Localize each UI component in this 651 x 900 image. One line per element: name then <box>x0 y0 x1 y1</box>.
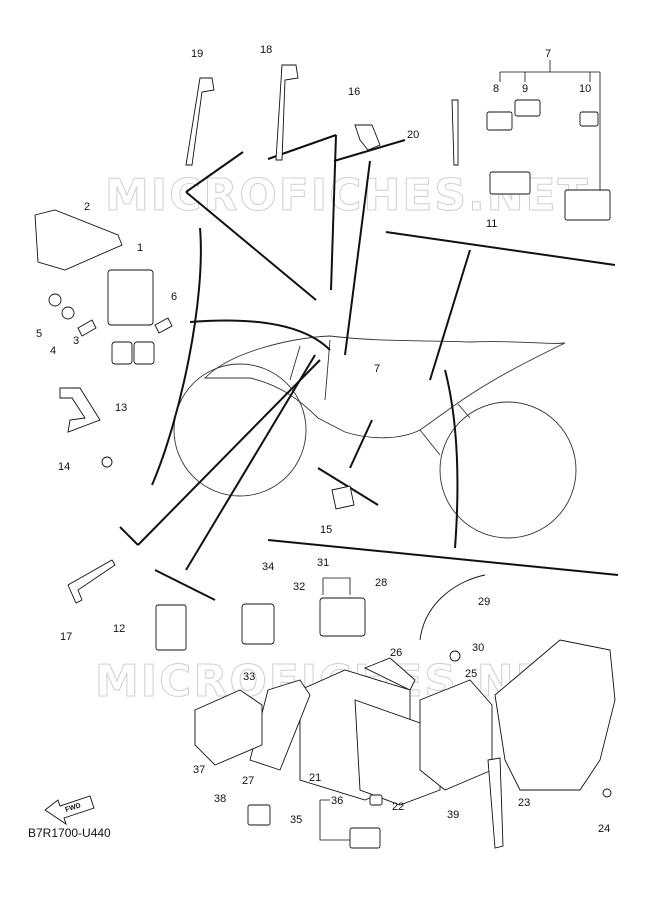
callout-27: 27 <box>242 775 254 787</box>
callout-32: 32 <box>293 581 305 593</box>
callout-18: 18 <box>260 44 272 56</box>
callout-26: 26 <box>390 647 402 659</box>
fwd-arrow-icon <box>44 795 95 826</box>
callout-29: 29 <box>478 596 490 608</box>
fwd-label: FWD <box>64 802 81 814</box>
callout-20: 20 <box>407 129 419 141</box>
callout-39: 39 <box>447 809 459 821</box>
callout-33: 33 <box>243 671 255 683</box>
callout-2: 2 <box>84 201 90 213</box>
callout-10: 10 <box>579 83 591 95</box>
part-1-regulator <box>107 269 154 326</box>
callout-6: 6 <box>171 291 177 303</box>
callout-9: 9 <box>522 83 528 95</box>
callout-21: 21 <box>309 772 321 784</box>
callout-16: 16 <box>348 86 360 98</box>
callout-31: 31 <box>317 557 329 569</box>
callouts: 1 2 3 4 5 6 7 7 8 9 10 11 12 13 14 15 16… <box>36 44 610 835</box>
callout-7b: 7 <box>374 363 380 375</box>
callout-1: 1 <box>137 242 143 254</box>
callout-leaders <box>319 60 601 841</box>
callout-36: 36 <box>331 795 343 807</box>
callout-23: 23 <box>518 797 530 809</box>
callout-24: 24 <box>598 823 610 835</box>
leader-lines <box>119 134 619 601</box>
motorcycle-outline <box>173 335 577 539</box>
callout-13: 13 <box>115 402 127 414</box>
diagram-code: B7R1700-U440 <box>28 826 111 840</box>
callout-8: 8 <box>493 83 499 95</box>
callout-3: 3 <box>73 335 79 347</box>
callout-12: 12 <box>113 623 125 635</box>
callout-25: 25 <box>465 668 477 680</box>
callout-38: 38 <box>214 793 226 805</box>
callout-14: 14 <box>58 461 70 473</box>
callout-35: 35 <box>290 814 302 826</box>
part-2-bracket <box>34 209 123 271</box>
callout-34: 34 <box>262 561 274 573</box>
callout-37: 37 <box>193 764 205 776</box>
callout-30: 30 <box>472 642 484 654</box>
callout-17: 17 <box>60 631 72 643</box>
callout-15: 15 <box>320 524 332 536</box>
part-shapes <box>34 64 616 849</box>
callout-28: 28 <box>375 577 387 589</box>
callout-5: 5 <box>36 328 42 340</box>
callout-4: 4 <box>50 345 56 357</box>
callout-7: 7 <box>545 48 551 60</box>
callout-19: 19 <box>191 48 203 60</box>
callout-22: 22 <box>392 801 404 813</box>
callout-11: 11 <box>486 218 497 230</box>
part-23-frame-bracket <box>494 639 616 791</box>
